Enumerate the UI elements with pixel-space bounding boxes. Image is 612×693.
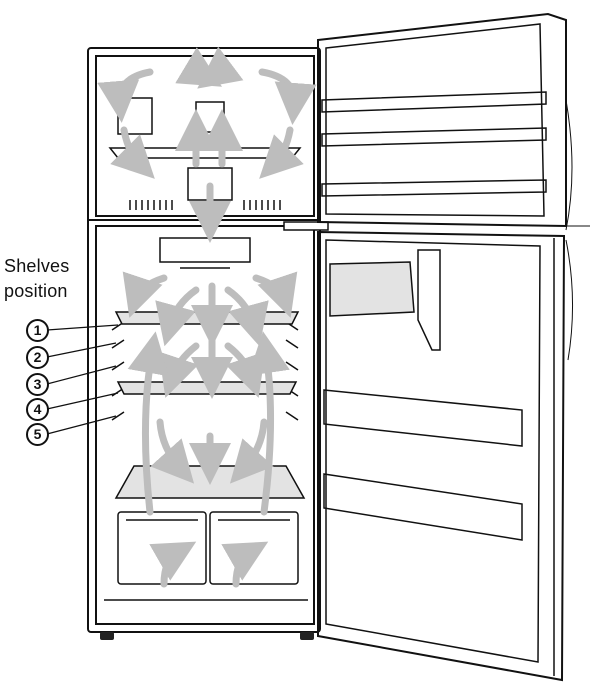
freezer-compartment — [108, 97, 302, 210]
freezer-shelf — [108, 147, 302, 159]
control-panel — [159, 237, 251, 263]
shelves-position-label-line2: position — [4, 281, 68, 301]
shelves-position-label-line1: Shelves — [4, 256, 70, 276]
shelf-1 — [114, 311, 300, 325]
airflow-arrows — [97, 46, 317, 588]
dairy-compartment — [329, 261, 415, 317]
shelf-rails — [111, 321, 299, 421]
shelf-position-5-badge: 5 — [26, 423, 49, 446]
shelf-position-2-badge: 2 — [26, 346, 49, 369]
freezer-door-bin-1 — [321, 91, 547, 113]
door-bin-2 — [323, 473, 523, 541]
door-swing-line — [560, 99, 590, 361]
feet — [100, 632, 314, 640]
freezer-door-bin-2 — [321, 127, 547, 147]
freezer-grille — [129, 200, 281, 210]
shelf-position-1-badge: 1 — [26, 319, 49, 342]
egg-holder — [417, 249, 441, 351]
freezer-door — [317, 12, 567, 228]
door-bin-1 — [323, 389, 523, 447]
shelf-position-3-badge: 3 — [26, 373, 49, 396]
freezer-door-bin-3 — [321, 179, 547, 197]
crisper-right — [209, 511, 299, 585]
shelf-position-4-badge: 4 — [26, 398, 49, 421]
door-hinge — [283, 221, 329, 231]
shelf-leader-lines — [46, 324, 119, 435]
crisper-drawers — [104, 511, 308, 601]
fridge-door — [317, 230, 566, 682]
